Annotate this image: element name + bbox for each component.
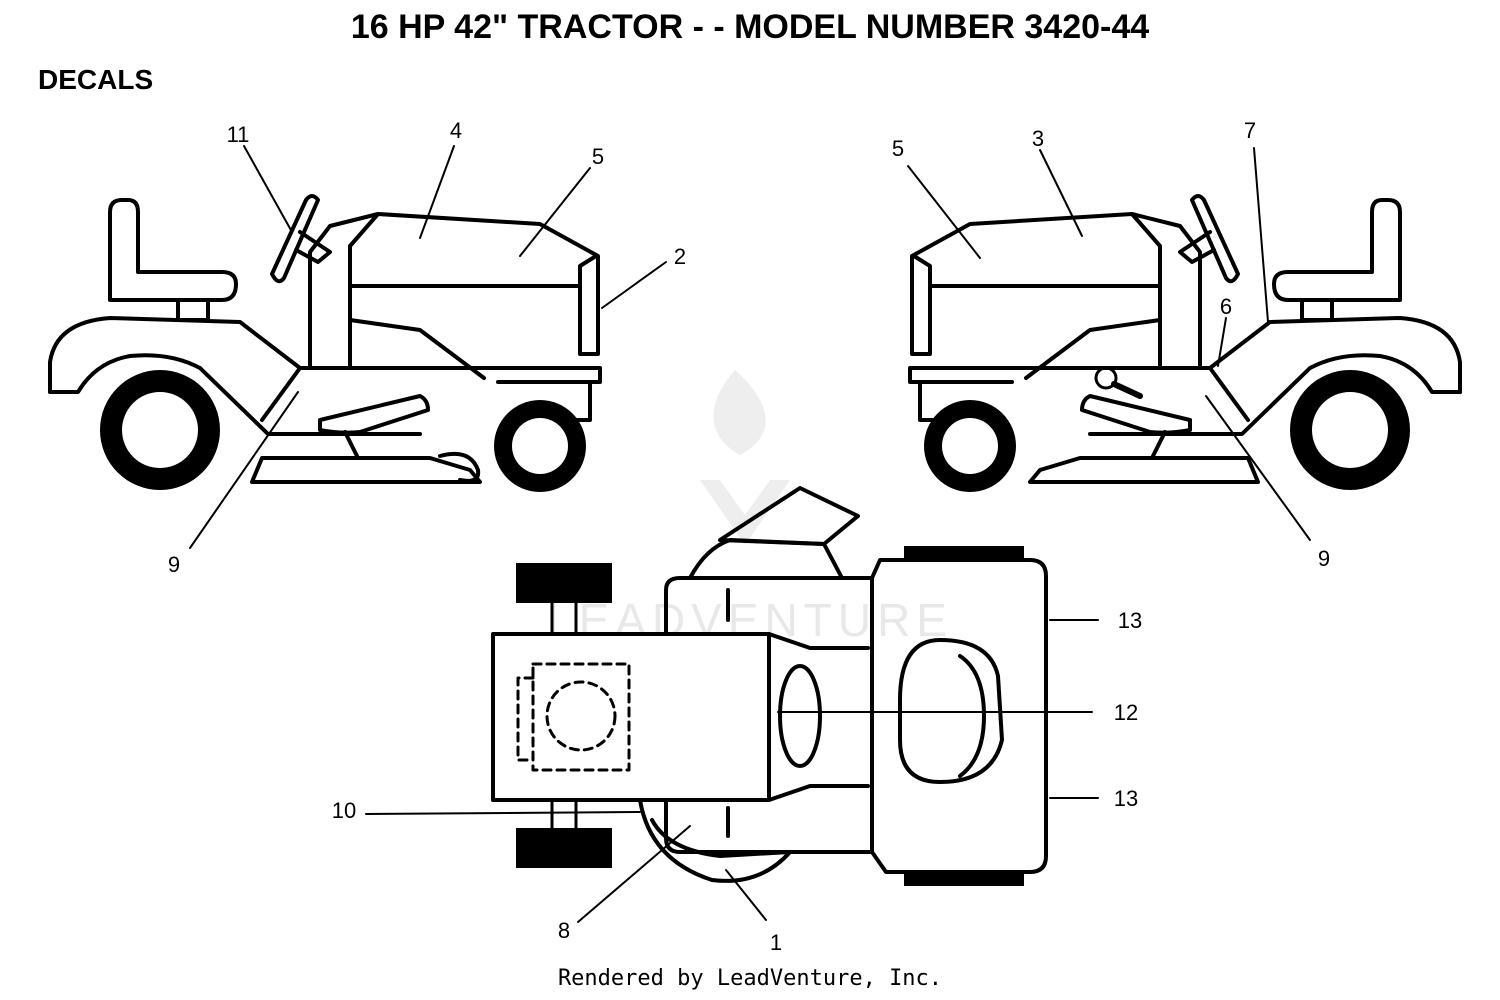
callout-5-right: 5 xyxy=(892,136,904,161)
lift-lever xyxy=(318,394,430,435)
dash xyxy=(1130,212,1202,370)
hood xyxy=(348,212,600,370)
callout-13-bottom: 13 xyxy=(1114,786,1138,811)
callout-13-top: 13 xyxy=(1118,608,1142,633)
seat-post xyxy=(1300,298,1334,322)
callout-1: 1 xyxy=(770,930,782,955)
watermark: LEADVENTURE xyxy=(547,370,947,646)
right-front-wheel xyxy=(924,400,1016,492)
seat-circle-dashed xyxy=(545,680,617,752)
rear-wheel-top xyxy=(516,563,612,603)
top-view-tractor xyxy=(491,486,1048,886)
callout-12: 12 xyxy=(1114,700,1138,725)
deck-hanger xyxy=(343,430,360,460)
deck-hanger xyxy=(1150,430,1167,460)
left-front-wheel xyxy=(494,400,586,492)
right-side-tractor xyxy=(908,194,1462,484)
callout-10: 10 xyxy=(332,798,356,823)
hood xyxy=(910,212,1162,370)
seat xyxy=(108,198,238,302)
callout-8: 8 xyxy=(558,918,570,943)
steering-column-top xyxy=(778,664,822,768)
callout-9-left: 9 xyxy=(168,552,180,577)
flame-logo xyxy=(713,370,766,455)
rear-wheel-bottom xyxy=(516,828,612,868)
frame-line xyxy=(1208,366,1250,422)
leader-lines xyxy=(189,145,1311,923)
callout-2: 2 xyxy=(674,244,686,269)
fender-lower xyxy=(1088,353,1462,436)
callout-11: 11 xyxy=(227,122,250,147)
lift-lever xyxy=(1080,394,1192,435)
steering-column xyxy=(294,230,332,264)
footer-credit: Rendered by LeadVenture, Inc. xyxy=(557,966,943,991)
steering-column xyxy=(1178,230,1216,264)
seat-back-dashed xyxy=(516,676,535,762)
v-logo xyxy=(700,480,790,545)
ignition-key xyxy=(1094,366,1143,399)
dash xyxy=(308,212,380,370)
callout-9-right: 9 xyxy=(1318,546,1330,571)
mower-deck xyxy=(1028,456,1260,484)
rear-axle xyxy=(550,601,578,830)
callouts: 11 4 5 2 9 5 3 7 6 9 13 12 13 10 8 1 xyxy=(168,118,1330,955)
body-taper xyxy=(767,632,870,802)
page-title: 16 HP 42" TRACTOR - - MODEL NUMBER 3420-… xyxy=(350,8,1150,46)
hood-lower-line xyxy=(348,318,486,380)
section-heading: DECALS xyxy=(38,64,154,95)
deck-bottom-lobe xyxy=(638,798,792,883)
seat-post xyxy=(176,298,210,322)
callout-5-left: 5 xyxy=(592,144,604,169)
steering-wheel xyxy=(270,194,320,284)
hood-grille xyxy=(958,654,986,778)
callout-7: 7 xyxy=(1244,118,1256,143)
seat xyxy=(1272,198,1402,302)
frame-outline xyxy=(664,558,1048,874)
callout-4: 4 xyxy=(450,118,462,143)
left-rear-wheel xyxy=(100,370,220,490)
deck-chute xyxy=(438,451,481,483)
deck-top-lobe xyxy=(688,538,844,580)
deck-bottom-inner xyxy=(650,818,792,858)
seat-dashed xyxy=(531,662,631,772)
left-side-tractor xyxy=(48,194,602,484)
hood-lower-line xyxy=(1024,318,1162,380)
mower-deck xyxy=(250,456,482,484)
steering-wheel xyxy=(1190,194,1240,284)
hood-top xyxy=(898,638,1004,784)
rear-body xyxy=(491,632,771,802)
callout-6: 6 xyxy=(1220,294,1232,319)
fender-lower xyxy=(48,353,422,436)
callout-3: 3 xyxy=(1032,126,1044,151)
right-rear-wheel xyxy=(1290,370,1410,490)
frame-line xyxy=(260,366,302,422)
